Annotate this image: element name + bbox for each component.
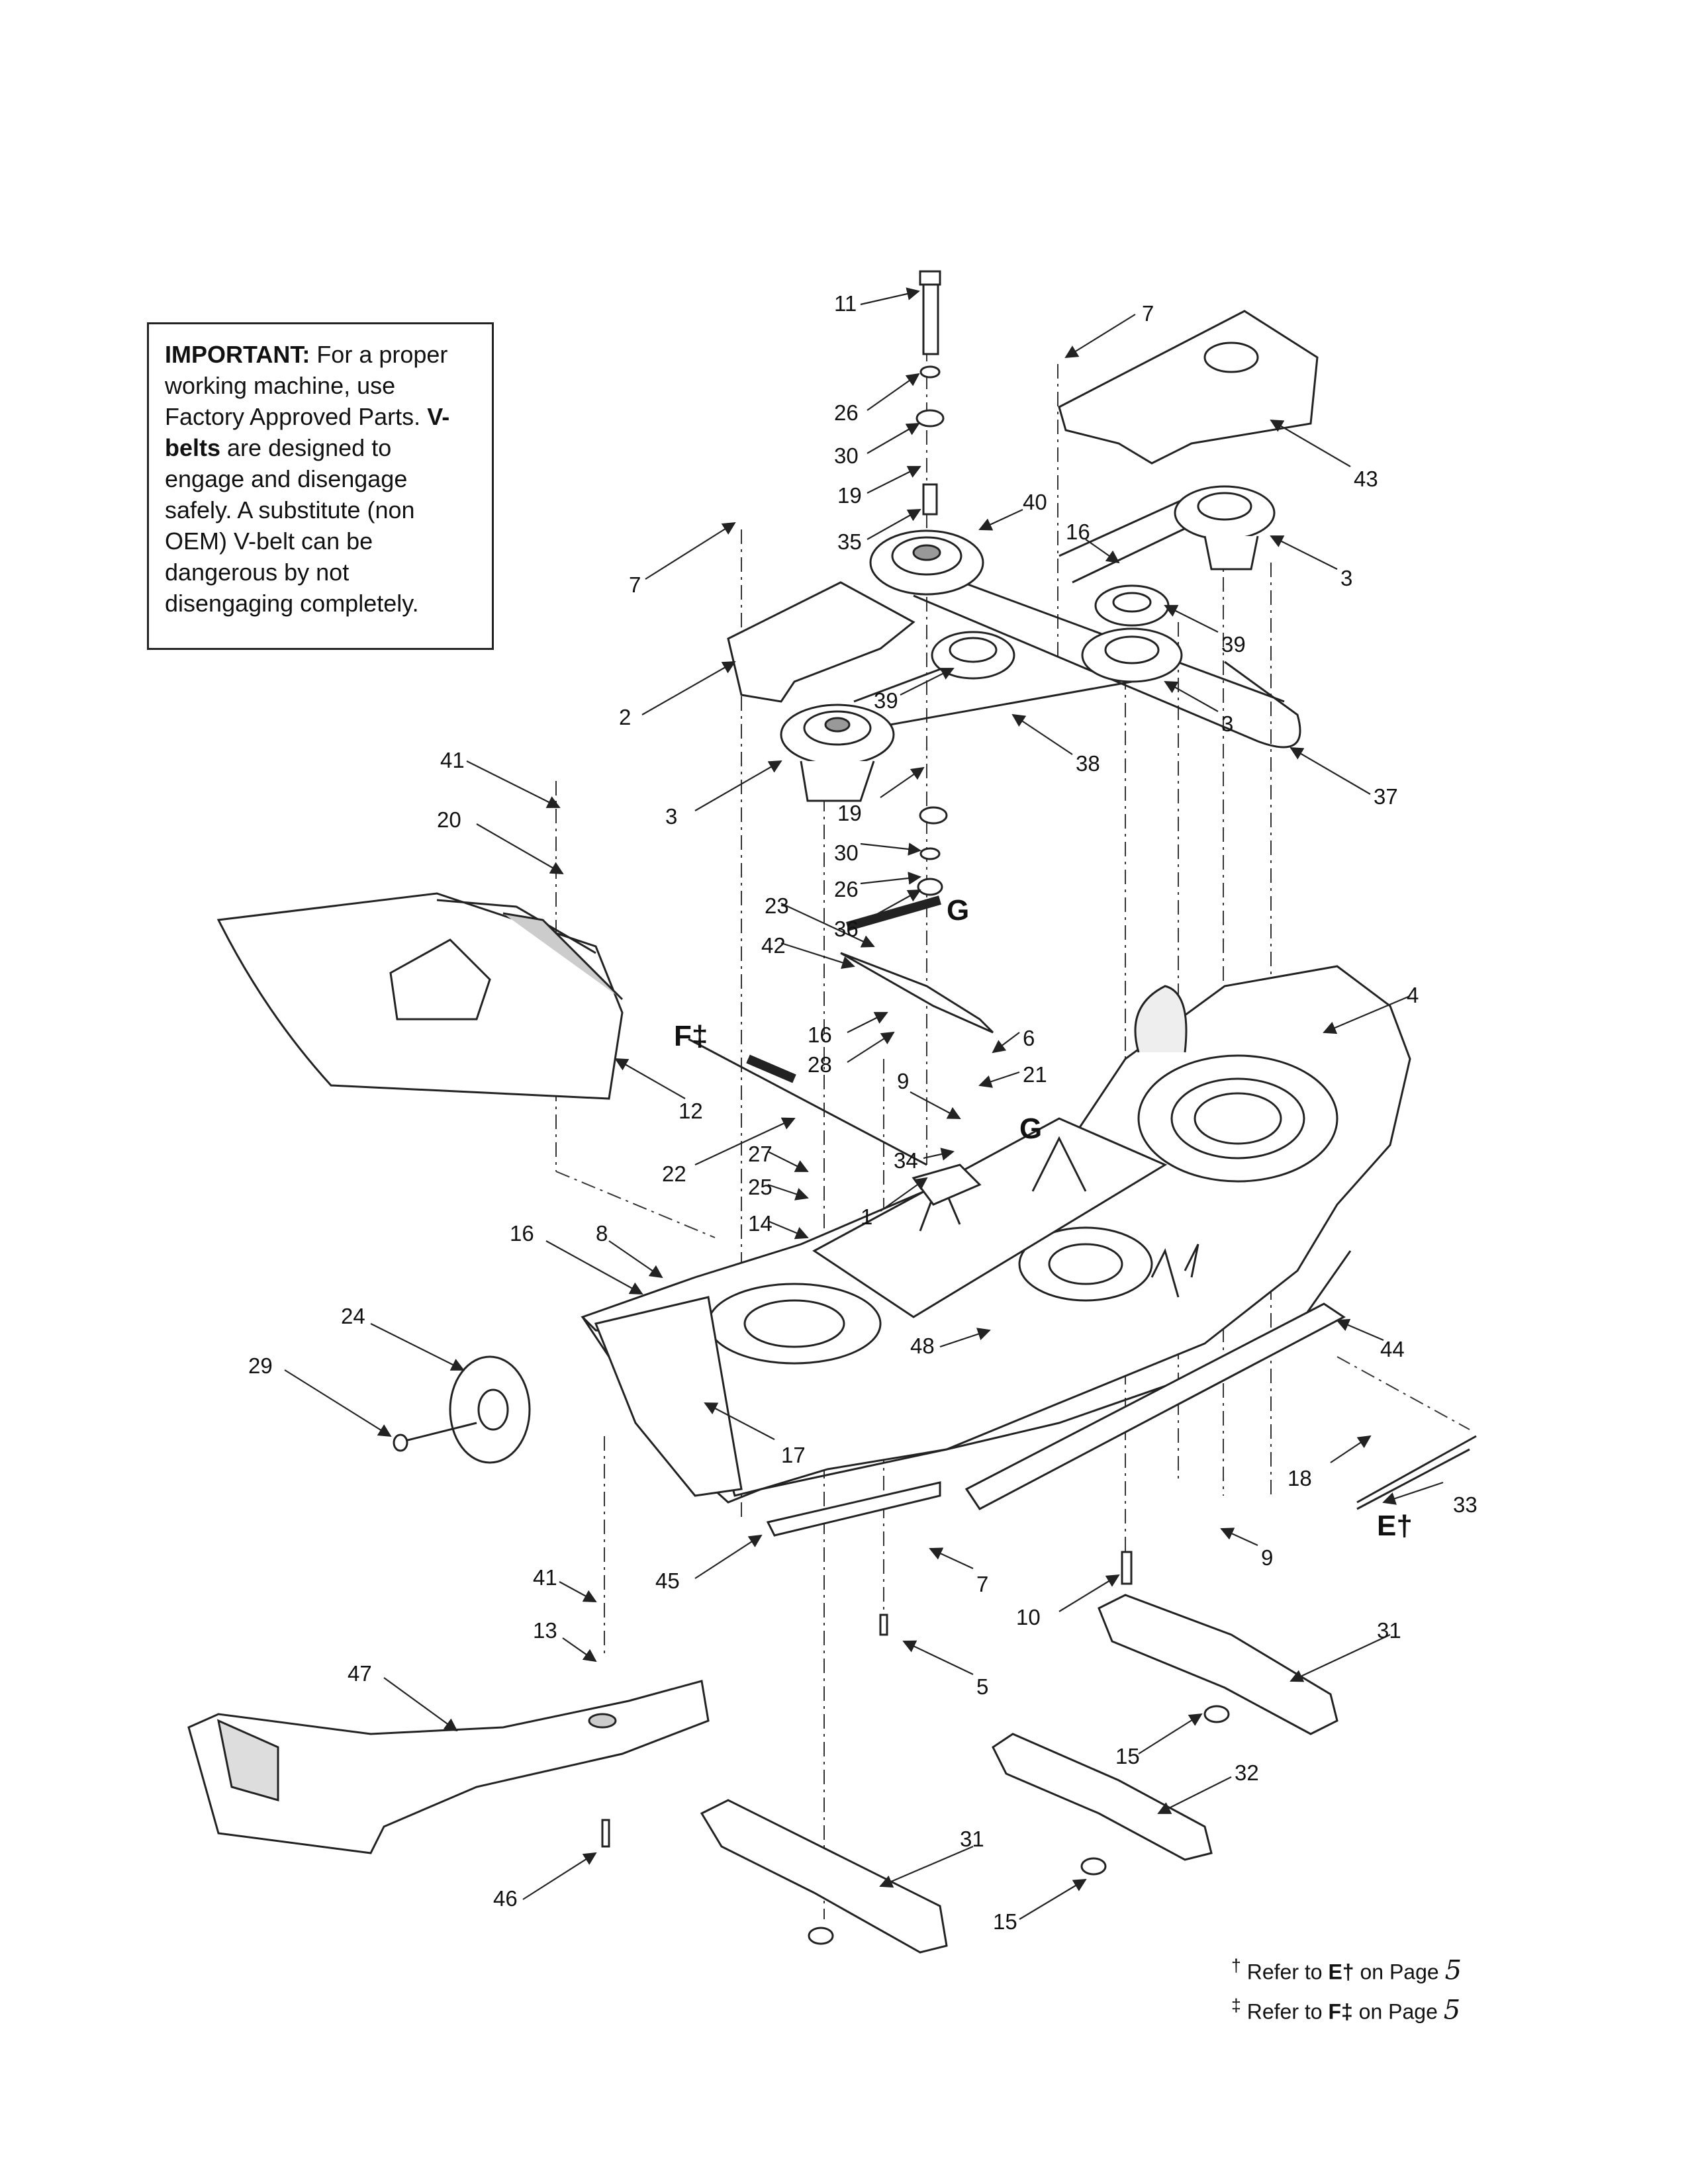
callout-label: 15 xyxy=(1115,1744,1140,1768)
important-text-2: are designed to engage and disengage saf… xyxy=(165,434,419,617)
callout-label: 16 xyxy=(510,1221,534,1246)
callout-label: 36 xyxy=(834,917,859,941)
callout-label: 7 xyxy=(1142,301,1154,326)
callout-label: 19 xyxy=(837,483,862,508)
callout-label: 13 xyxy=(533,1618,557,1643)
footnote-page: 5 xyxy=(1443,1995,1461,2026)
callout-label: 10 xyxy=(1016,1605,1041,1629)
callout-label: 39 xyxy=(874,688,898,713)
footnote-f: ‡ Refer to F‡ on Page 5 xyxy=(1231,1989,1628,2028)
callout-label: 25 xyxy=(748,1175,773,1199)
callout-label: 14 xyxy=(748,1211,773,1236)
footnote-prefix: Refer to xyxy=(1246,1999,1329,2024)
spring-and-arm xyxy=(688,895,994,1206)
reference-letters: F‡ G G E† xyxy=(674,894,1413,1542)
footnote-letter: E† xyxy=(1328,1960,1354,1984)
callout-label: 2 xyxy=(619,705,631,729)
ref-letter-f: F‡ xyxy=(674,1020,708,1052)
callout-label: 39 xyxy=(1221,632,1246,657)
callout-label: 5 xyxy=(976,1674,988,1699)
callout-label: 46 xyxy=(493,1886,518,1911)
callout-label: 6 xyxy=(1023,1026,1035,1050)
callout-label: 3 xyxy=(1340,566,1352,590)
ref-letter-g: G xyxy=(947,894,969,927)
important-notice-box: IMPORTANT: For a proper working machine,… xyxy=(147,322,494,650)
leader-lines xyxy=(284,287,1444,1920)
callout-labels: 11 7 26 30 19 35 40 16 43 7 3 39 2 39 3 … xyxy=(248,291,1477,1934)
pulleys xyxy=(780,485,1276,802)
important-label: IMPORTANT: xyxy=(165,341,310,368)
callout-label: 7 xyxy=(629,572,641,597)
callout-label: 3 xyxy=(1221,711,1233,736)
ref-letter-g: G xyxy=(1019,1113,1042,1145)
callout-label: 26 xyxy=(834,400,859,425)
callout-label: 20 xyxy=(437,807,461,832)
callout-label: 22 xyxy=(662,1161,686,1186)
callout-label: 32 xyxy=(1235,1760,1259,1785)
callout-label: 38 xyxy=(1076,751,1100,776)
callout-label: 33 xyxy=(1453,1492,1477,1517)
callout-label: 40 xyxy=(1023,490,1047,514)
callout-label: 21 xyxy=(1023,1062,1047,1087)
callout-label: 7 xyxy=(976,1572,988,1596)
callout-label: 45 xyxy=(655,1569,680,1593)
callout-label: 31 xyxy=(1377,1618,1401,1643)
callout-label: 8 xyxy=(596,1221,608,1246)
footnotes: † Refer to E† on Page 5 ‡ Refer to F‡ on… xyxy=(1231,1949,1628,2028)
callout-label: 28 xyxy=(808,1052,832,1077)
front-bumper xyxy=(187,1680,710,1854)
callout-label: 17 xyxy=(781,1443,806,1467)
footnote-letter: F‡ xyxy=(1328,1999,1353,2024)
callout-label: 16 xyxy=(1066,520,1090,544)
callout-label: 34 xyxy=(894,1148,918,1173)
spindle-hardware xyxy=(601,270,1133,1848)
callout-label: 48 xyxy=(910,1334,935,1358)
callout-label: 30 xyxy=(834,841,859,865)
mower-deck-shell xyxy=(581,965,1411,1504)
callout-label: 18 xyxy=(1288,1466,1312,1490)
footnote-page: 5 xyxy=(1444,1955,1462,1986)
callout-label: 19 xyxy=(837,801,862,825)
callout-label: 41 xyxy=(533,1565,557,1590)
callout-label: 23 xyxy=(765,893,789,918)
footnote-e: † Refer to E† on Page 5 xyxy=(1231,1949,1628,1989)
callout-label: 1 xyxy=(861,1205,872,1229)
footnote-prefix: Refer to xyxy=(1246,1960,1329,1984)
footnote-mark: † xyxy=(1231,1956,1241,1976)
footnote-suffix: on Page xyxy=(1352,1999,1444,2024)
callout-label: 47 xyxy=(348,1661,372,1686)
callout-label: 3 xyxy=(665,804,677,829)
rear-rod xyxy=(1356,1435,1477,1510)
callout-label: 4 xyxy=(1407,983,1419,1007)
callout-label: 9 xyxy=(897,1069,909,1093)
callout-label: 30 xyxy=(834,443,859,468)
belt-covers xyxy=(727,310,1319,703)
callout-label: 29 xyxy=(248,1353,273,1378)
callout-label: 35 xyxy=(837,529,862,554)
callout-label: 24 xyxy=(341,1304,365,1328)
footnote-mark: ‡ xyxy=(1231,1995,1241,2015)
callout-label: 16 xyxy=(808,1023,832,1047)
callout-label: 31 xyxy=(960,1827,984,1851)
callout-label: 41 xyxy=(440,748,465,772)
ref-letter-e: E† xyxy=(1377,1510,1413,1542)
callout-label: 27 xyxy=(748,1142,773,1166)
important-text-1: For a proper working machine, use Factor… xyxy=(165,341,448,430)
callout-label: 12 xyxy=(679,1099,703,1123)
callout-label: 15 xyxy=(993,1909,1017,1934)
callout-label: 43 xyxy=(1354,467,1378,491)
side-discharge-chute xyxy=(216,892,624,1100)
callout-label: 37 xyxy=(1374,784,1398,809)
callout-label: 44 xyxy=(1380,1337,1405,1361)
deck-baffles xyxy=(766,1302,1346,1537)
blades xyxy=(700,1594,1338,1954)
callout-label: 11 xyxy=(834,291,857,316)
callout-label: 26 xyxy=(834,877,859,901)
footnote-suffix: on Page xyxy=(1354,1960,1445,1984)
gauge-wheel xyxy=(393,1355,531,1464)
callout-label: 42 xyxy=(761,933,786,958)
callout-label: 9 xyxy=(1261,1545,1273,1570)
v-belts-label: V-belts xyxy=(165,403,450,461)
